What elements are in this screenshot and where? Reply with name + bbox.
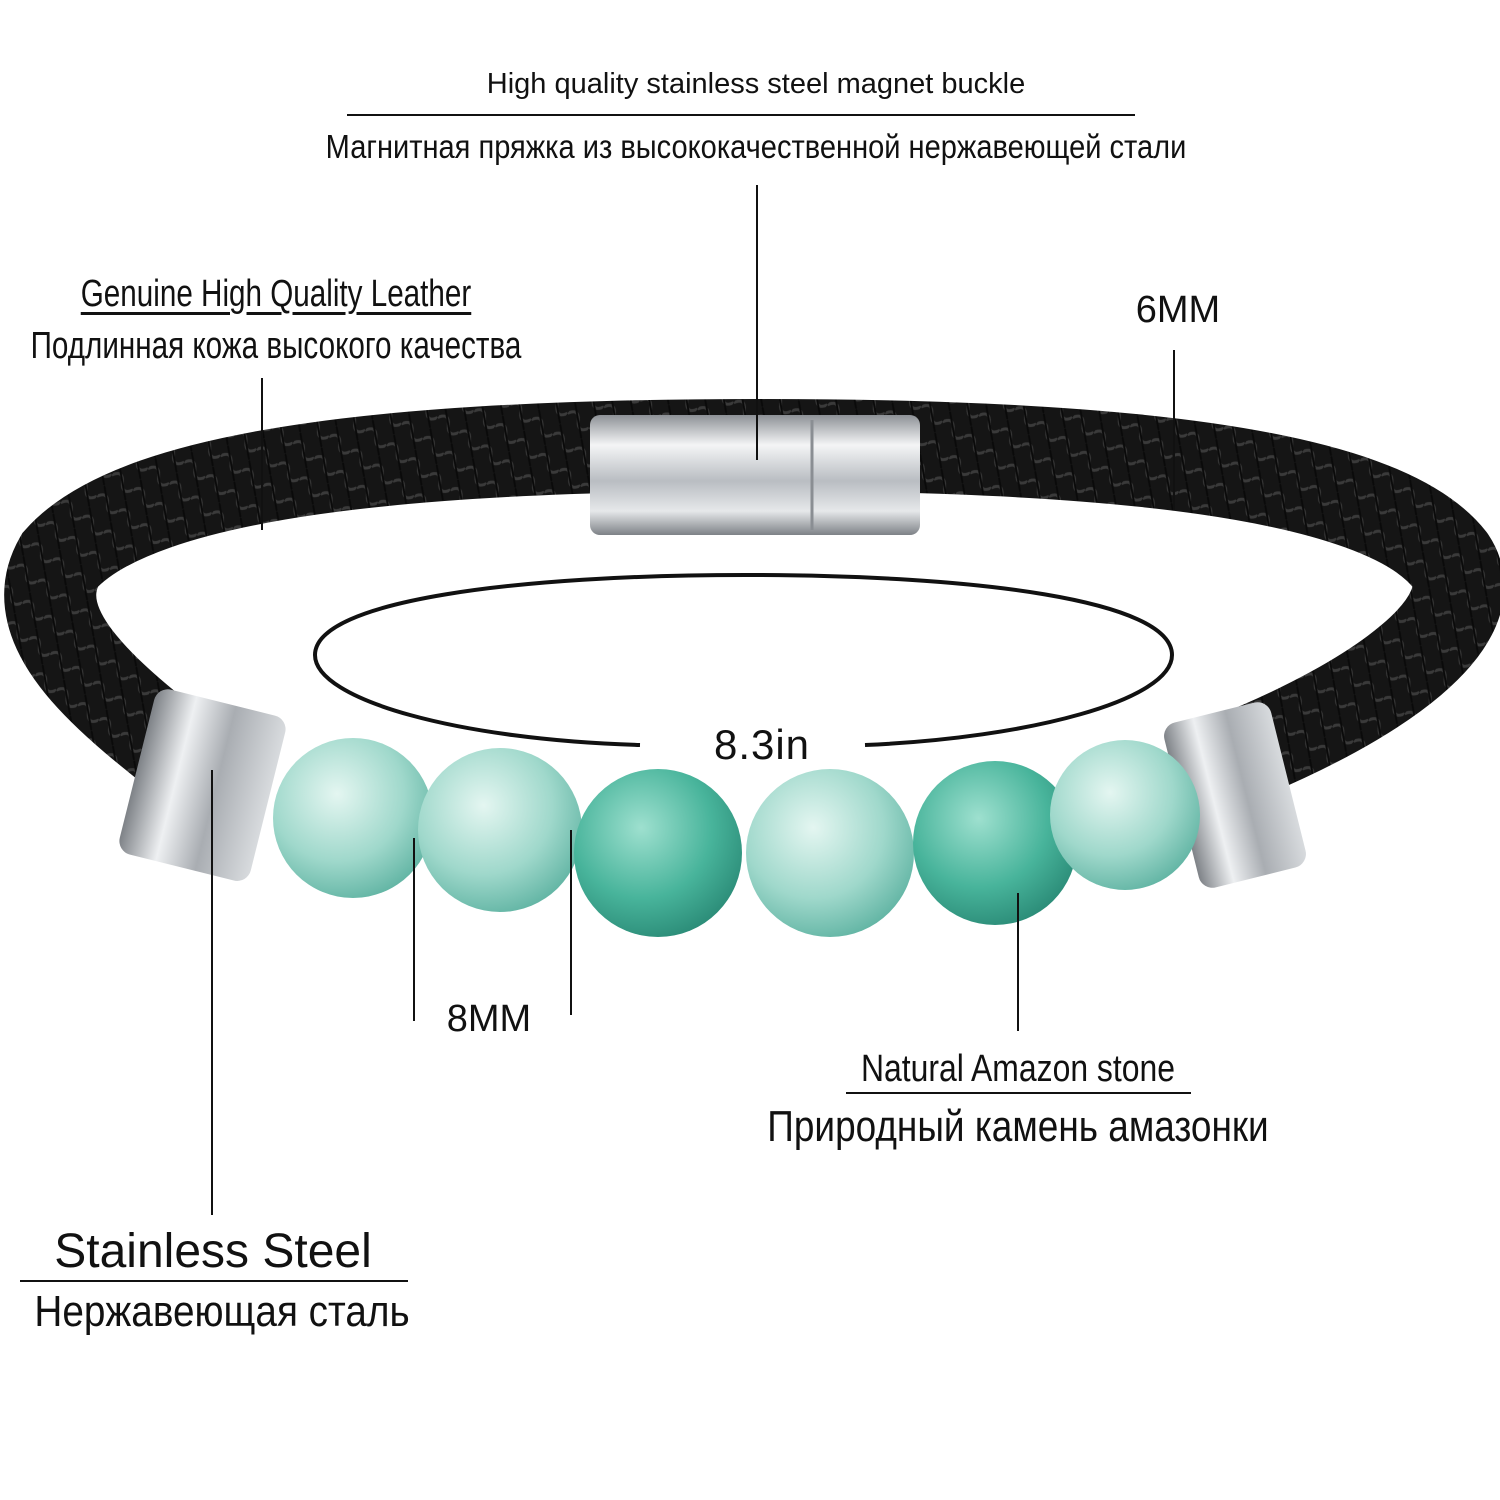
leather-label-en: Genuine High Quality Leather xyxy=(80,273,472,315)
steel-pointer xyxy=(211,770,213,1215)
bead xyxy=(746,769,914,937)
leather-pointer xyxy=(261,378,263,530)
buckle-label-ru: Магнитная пряжка из высококачественной н… xyxy=(325,128,1187,165)
bead-size-pointer-left xyxy=(413,838,415,1021)
leather-label-ru: Подлинная кожа высокого качества xyxy=(30,325,522,367)
bead-size-pointer-right xyxy=(570,830,572,1015)
length-label: 8.3in xyxy=(713,721,811,768)
magnet-clasp xyxy=(590,415,920,535)
stone-label-ru: Природный камень амазонки xyxy=(767,1102,1269,1151)
right-steel-tube xyxy=(1164,702,1306,888)
steel-underline xyxy=(20,1280,408,1282)
cord-size-pointer xyxy=(1173,350,1175,510)
bead xyxy=(574,769,742,937)
stone-label-en: Natural Amazon stone xyxy=(860,1048,1176,1090)
length-arc xyxy=(312,572,1175,747)
bead xyxy=(273,738,433,898)
buckle-pointer xyxy=(756,185,758,460)
steel-label-ru: Нержавеющая сталь xyxy=(34,1287,410,1336)
stone-pointer xyxy=(1017,893,1019,1031)
cord-size-label: 6MM xyxy=(1135,289,1221,331)
bead-size-label: 8MM xyxy=(446,998,532,1040)
steel-label-en: Stainless Steel xyxy=(54,1225,372,1278)
bead xyxy=(418,748,582,912)
bead xyxy=(1050,740,1200,890)
buckle-underline xyxy=(347,114,1135,116)
bead xyxy=(913,761,1077,925)
left-steel-tube xyxy=(119,689,286,881)
buckle-label-en: High quality stainless steel magnet buck… xyxy=(486,68,1026,100)
stone-underline xyxy=(846,1092,1191,1094)
